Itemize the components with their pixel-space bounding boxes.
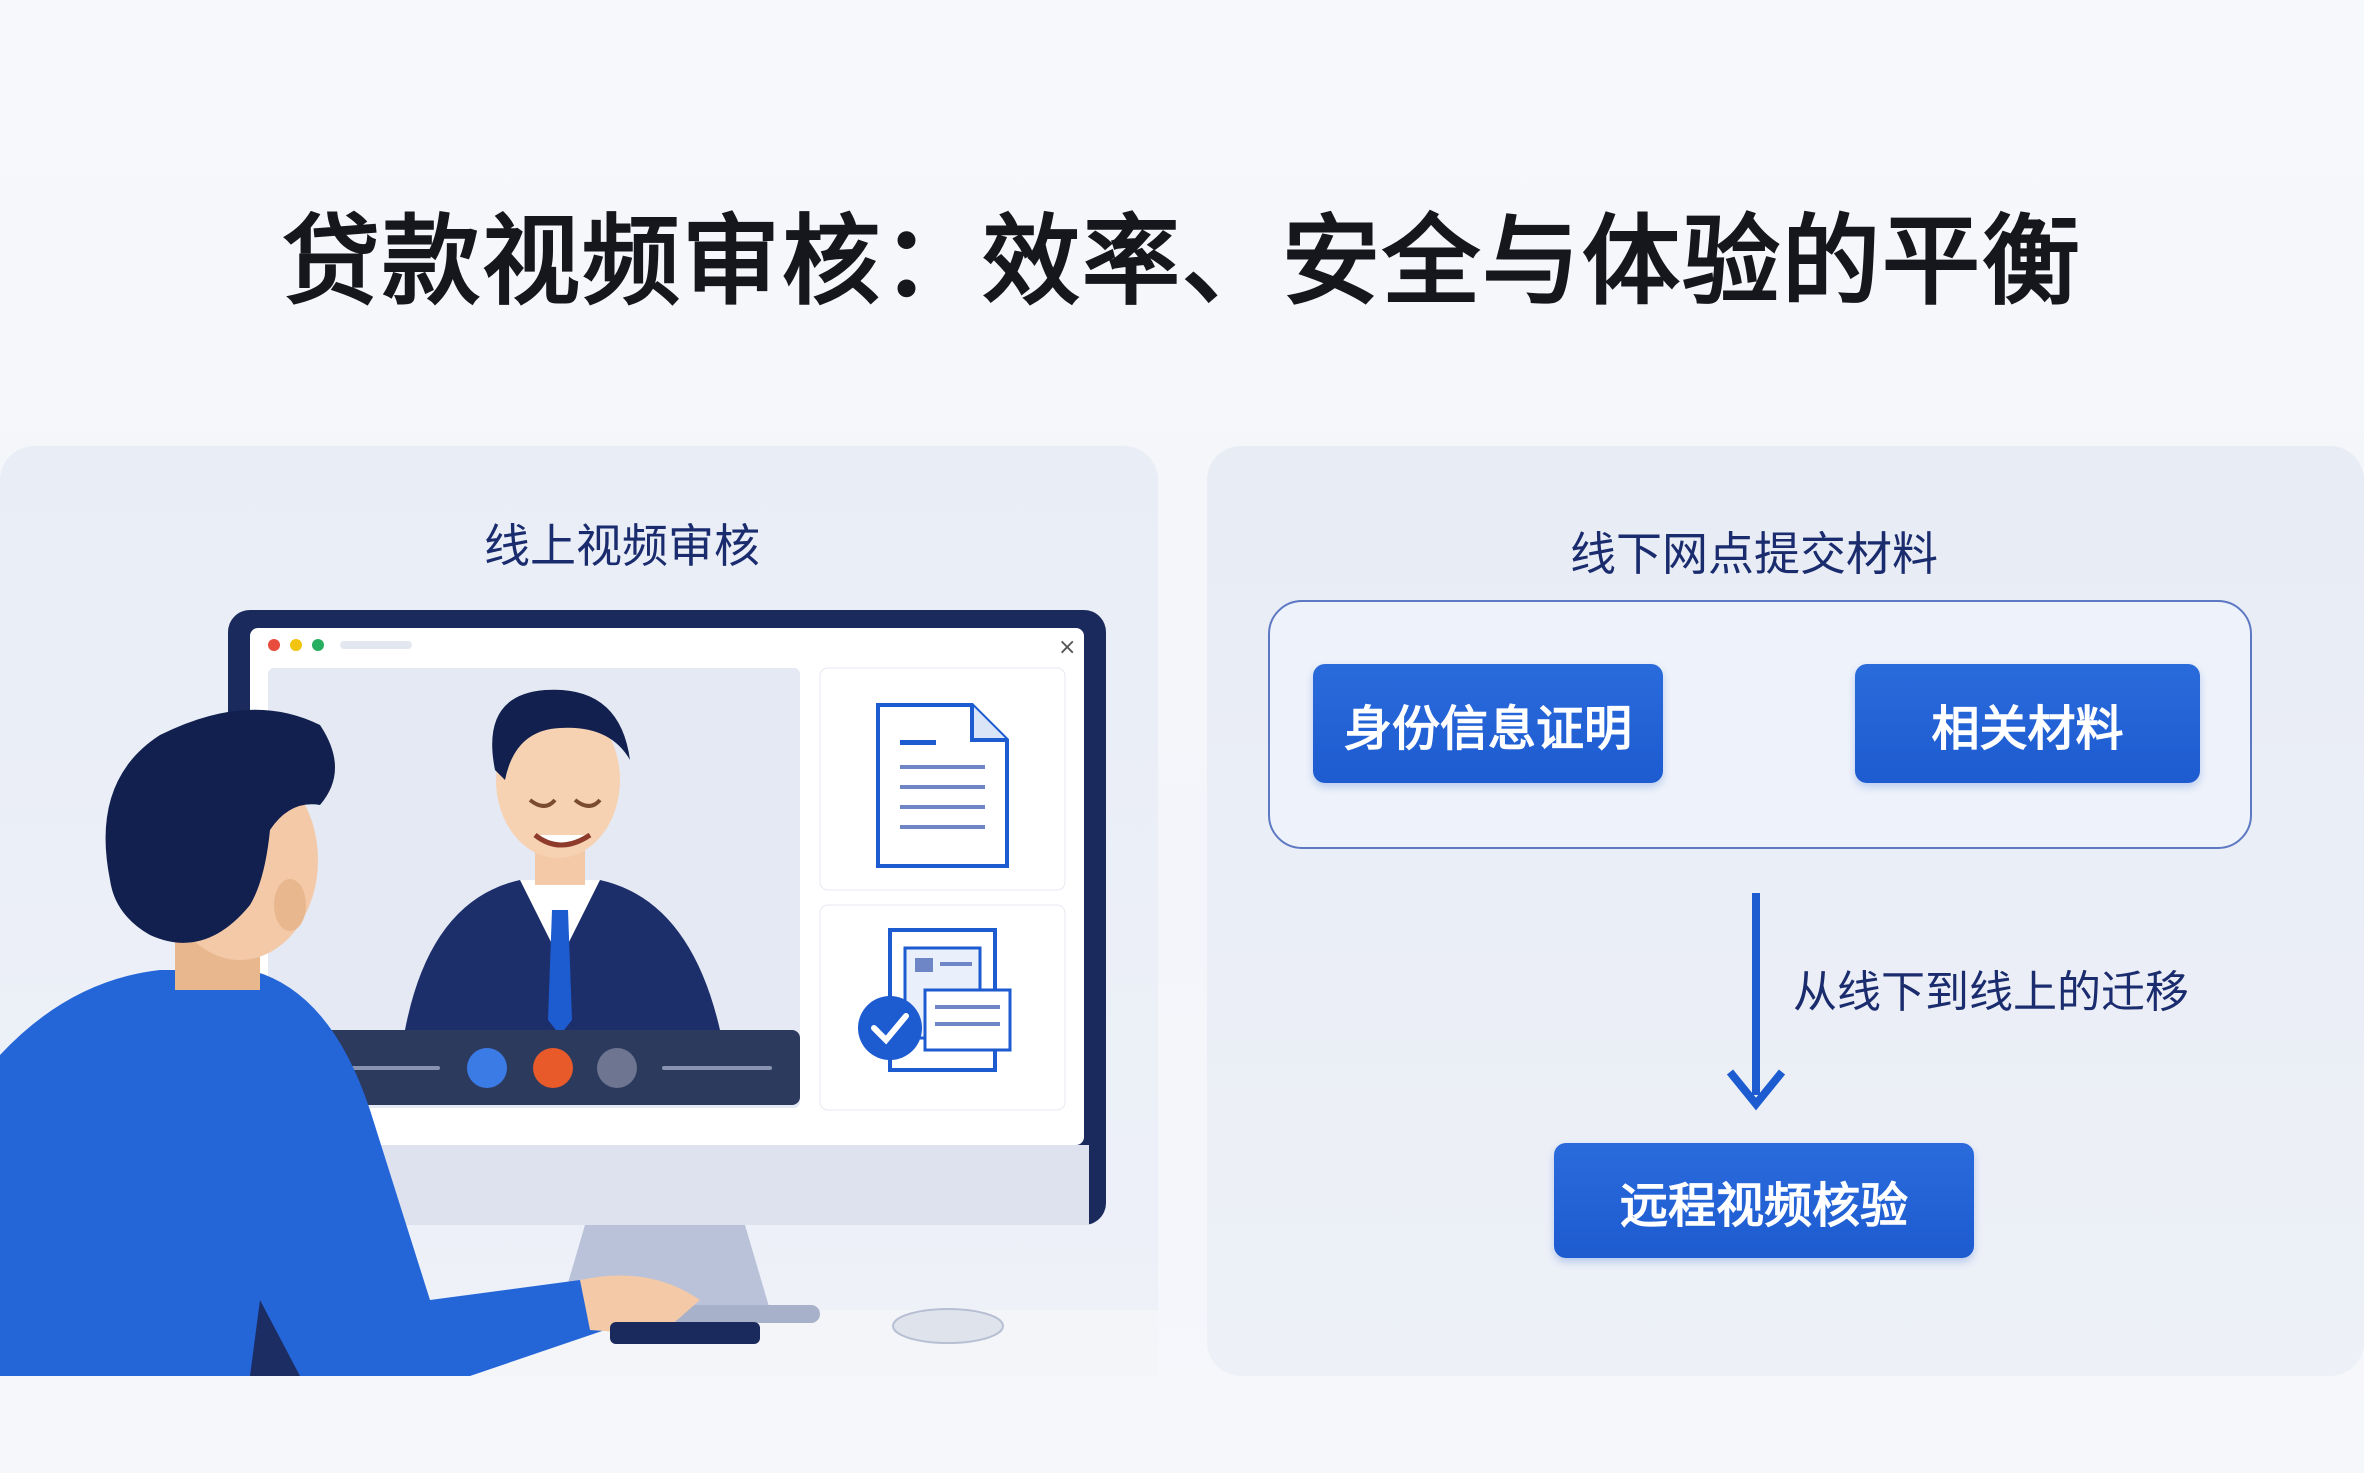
migration-label: 从线下到线上的迁移	[1793, 967, 2189, 1018]
document-icon	[876, 703, 1009, 868]
camera-icon	[597, 1048, 637, 1088]
remote-video-verification-step: 远程视频核验	[1554, 1143, 1974, 1258]
window-close-dot	[268, 639, 280, 651]
page-title: 贷款视频审核：效率、安全与体验的平衡	[281, 205, 2082, 319]
user-hair	[105, 709, 335, 943]
identity-proof-step: 身份信息证明	[1313, 664, 1663, 783]
close-icon: ×	[1058, 635, 1076, 660]
offline-panel-label: 线下网点提交材料	[1570, 527, 1938, 581]
microphone-icon	[467, 1048, 507, 1088]
verified-check-icon	[858, 928, 1012, 1072]
user	[0, 970, 612, 1376]
related-materials-step: 相关材料	[1855, 664, 2200, 783]
end-call-icon	[533, 1048, 573, 1088]
mouse	[892, 1308, 1004, 1344]
online-panel-label: 线上视频审核	[484, 519, 760, 573]
